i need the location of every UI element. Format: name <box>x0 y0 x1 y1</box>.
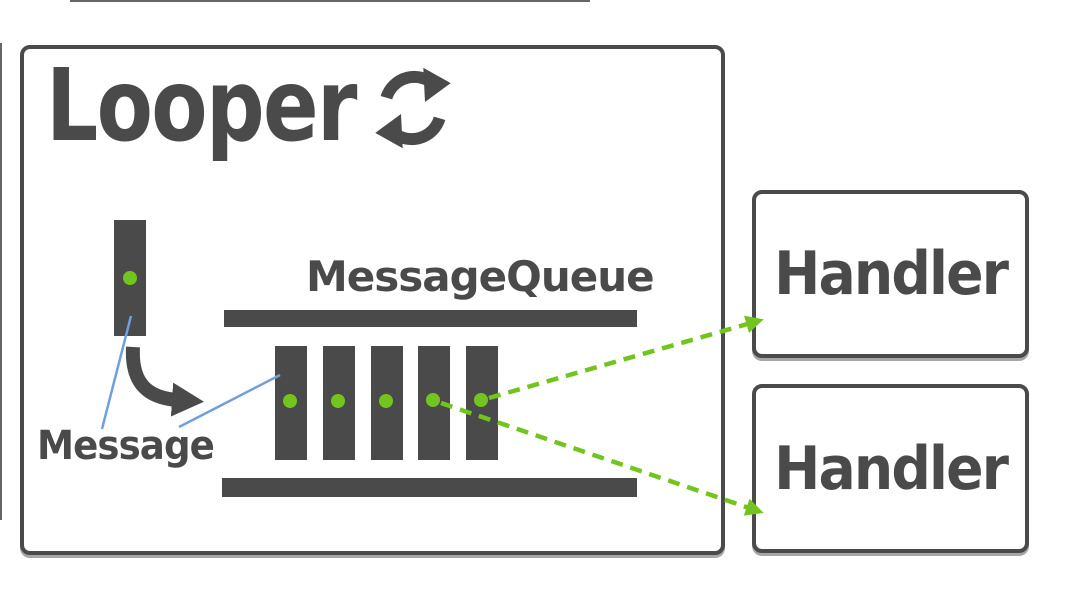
handler-box-1: Handler <box>752 190 1029 358</box>
video-edge-artifact-left <box>0 43 2 520</box>
looper-title: Looper <box>46 47 357 164</box>
refresh-cycle-icon <box>375 67 451 149</box>
message-label: Message <box>37 423 215 469</box>
video-edge-artifact-top <box>70 0 590 2</box>
handler-2-label: Handler <box>774 433 1009 504</box>
message-queue-title: MessageQueue <box>306 252 655 301</box>
handler-box-2: Handler <box>752 384 1029 553</box>
handler-1-label: Handler <box>774 239 1009 309</box>
